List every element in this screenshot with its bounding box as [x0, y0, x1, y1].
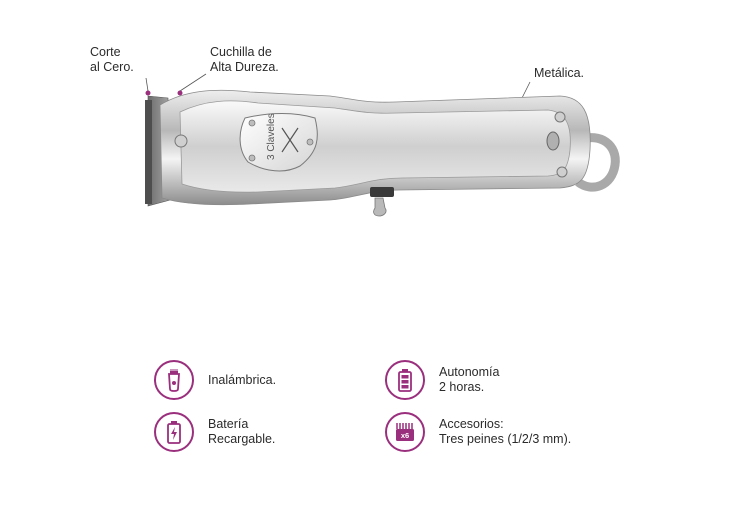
battery-full-icon [398, 369, 412, 392]
callout-line-cuchilla [179, 73, 207, 92]
brand-logo-text: 3 Claveles [266, 113, 277, 160]
comb-icon: x6 [396, 423, 414, 441]
feature-inalambrica: Inalámbrica. [154, 360, 276, 400]
power-switch [370, 187, 394, 197]
feature-label: Inalámbrica. [208, 373, 276, 388]
feature-label-line2: 2 horas. [439, 380, 485, 394]
screw [306, 138, 314, 146]
screw [248, 119, 256, 127]
accessory-count: x6 [401, 431, 409, 440]
feature-label-line2: Recargable. [208, 432, 276, 446]
callout-corte-line2: al Cero. [90, 60, 134, 74]
battery-charging-icon [167, 421, 181, 444]
brand-plate [239, 113, 318, 172]
feature-label-line1: Accesorios: [439, 417, 504, 431]
callout-dot-cuchilla [177, 90, 183, 96]
feature-label: Autonomía 2 horas. [439, 365, 499, 395]
feature-label: Accesorios: Tres peines (1/2/3 mm). [439, 417, 571, 447]
feature-label-line1: Batería [208, 417, 249, 431]
screw [174, 134, 188, 148]
feature-label-line1: Inalámbrica. [208, 372, 277, 387]
feature-icon-circle: x6 [385, 412, 425, 452]
hanging-ring [575, 133, 620, 192]
screw [248, 154, 256, 162]
feature-icon-circle [154, 412, 194, 452]
screw [556, 166, 568, 178]
callout-corte-line1: Corte [90, 45, 121, 59]
feature-autonomia: Autonomía 2 horas. [385, 360, 499, 400]
feature-icon-circle [154, 360, 194, 400]
feature-icon-circle [385, 360, 425, 400]
feature-label-line1: Autonomía [439, 365, 500, 379]
callout-metalica: Metálica. [534, 66, 584, 81]
feature-label: Batería Recargable. [208, 417, 275, 447]
adjust-lever [373, 197, 387, 217]
callout-metalica-line1: Metálica. [534, 66, 585, 80]
feature-accesorios: x6 Accesorios: Tres peines (1/2/3 mm). [385, 412, 571, 452]
callout-cuchilla-line2: Alta Dureza. [210, 60, 279, 74]
crossed-blades-icon [281, 127, 299, 153]
feature-label-line2: Tres peines (1/2/3 mm). [439, 432, 572, 446]
charging-port [546, 131, 560, 151]
callout-corte: Corte al Cero. [90, 45, 134, 75]
feature-bateria: Batería Recargable. [154, 412, 275, 452]
screw [554, 111, 566, 123]
trimmer-icon [168, 369, 180, 392]
callout-dot-corte [145, 90, 151, 96]
callout-cuchilla-line1: Cuchilla de [210, 45, 272, 59]
callout-cuchilla: Cuchilla de Alta Dureza. [210, 45, 279, 75]
callout-line-corte [145, 77, 149, 92]
